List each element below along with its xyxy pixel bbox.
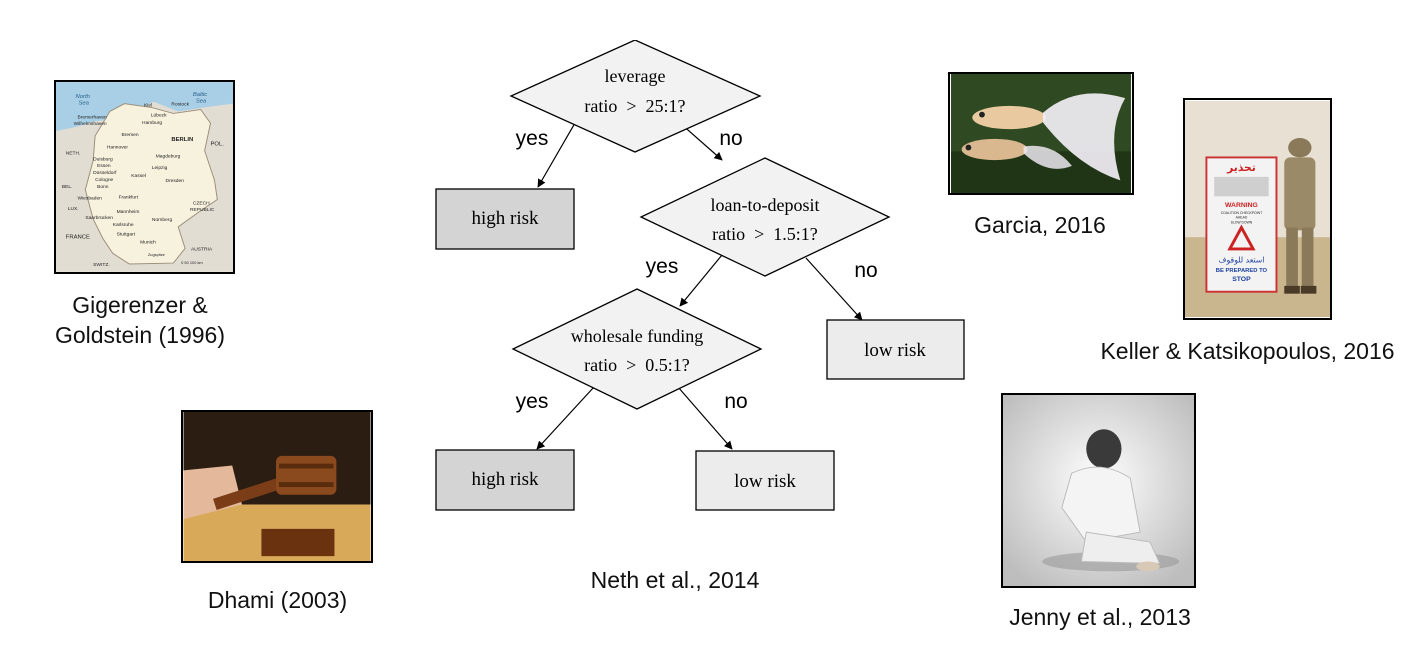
distressed-woman-image bbox=[1001, 393, 1196, 588]
edge-label-no: no bbox=[724, 390, 747, 413]
sign-line4: SLOW DOWN bbox=[1231, 221, 1253, 225]
edge-label-no: no bbox=[719, 127, 742, 150]
map-label: Saarbrücken bbox=[85, 215, 113, 221]
node-leverage-line2: ratio > 25:1? bbox=[584, 96, 685, 116]
leaf-low-risk-label: low risk bbox=[734, 471, 796, 492]
map-label: BEL. bbox=[62, 184, 73, 190]
node-leverage-line1: leverage bbox=[605, 66, 666, 86]
map-label: SWITZ. bbox=[93, 262, 110, 268]
guppy-fish-image bbox=[948, 72, 1134, 195]
leaf-high-risk-label: high risk bbox=[471, 208, 539, 229]
map-label: Dresden bbox=[166, 178, 185, 184]
map-label: Rostock bbox=[171, 102, 189, 108]
edge-node1-leaf1 bbox=[537, 122, 576, 188]
sign-arabic-top: تحذير bbox=[1226, 161, 1256, 174]
decision-node-loan-to-deposit bbox=[639, 157, 891, 277]
gavel-caption: Dhami (2003) bbox=[207, 587, 348, 613]
node-loan-line1: loan-to-deposit bbox=[711, 195, 820, 215]
map-label: POL. bbox=[211, 142, 225, 148]
leaf-low-risk-label: low risk bbox=[864, 340, 926, 361]
map-label: Bonn bbox=[97, 184, 109, 190]
guppy-fish-graphic bbox=[951, 74, 1131, 193]
map-label: Sea bbox=[78, 101, 89, 107]
gavel-image bbox=[181, 410, 373, 563]
map-label: Essen bbox=[97, 163, 111, 169]
sign-stop2: STOP bbox=[1232, 276, 1251, 283]
edge-node2-node3 bbox=[679, 254, 723, 307]
map-label: Sea bbox=[196, 99, 207, 105]
map-label: Duisburg bbox=[93, 156, 113, 162]
map-label: LUX. bbox=[68, 206, 79, 212]
map-label: Hannover bbox=[107, 145, 129, 151]
edge-label-yes: yes bbox=[646, 255, 679, 278]
map-label: AUSTRIA bbox=[191, 246, 213, 252]
map-label: Mannheim bbox=[117, 209, 140, 215]
tree-caption: Neth et al., 2014 bbox=[590, 567, 760, 593]
node-wholesale-line1: wholesale funding bbox=[571, 326, 703, 346]
map-label: Nürnberg bbox=[152, 217, 173, 223]
leaf-low-risk bbox=[826, 319, 965, 380]
sign-line3: AHEAD bbox=[1236, 216, 1248, 220]
distressed-woman-graphic bbox=[1003, 395, 1194, 586]
decision-node-leverage bbox=[509, 40, 762, 153]
sign-warning: WARNING bbox=[1225, 202, 1258, 209]
map-label: Bremerhaven bbox=[78, 114, 108, 120]
leaf-high-risk bbox=[435, 188, 575, 250]
map-label: CZECH bbox=[193, 200, 210, 206]
map-label: North bbox=[76, 94, 90, 100]
sign-arabic-bottom: استعد للوقوف bbox=[1218, 256, 1264, 265]
sign-line2: COALITION CHECKPOINT bbox=[1221, 211, 1262, 215]
map-label: Frankfurt bbox=[119, 195, 139, 201]
map-label: Kassel bbox=[131, 173, 146, 179]
map-label: FRANCE bbox=[66, 235, 90, 241]
map-label: Zugspitze bbox=[148, 252, 165, 257]
checkpoint-soldier-image: تحذير WARNING COALITION CHECKPOINT AHEAD… bbox=[1183, 98, 1332, 320]
germany-map-graphic: North Sea Baltic Sea Kiel Rostock Lübeck… bbox=[56, 82, 233, 272]
map-label: Bremen bbox=[122, 132, 139, 138]
leaf-high-risk bbox=[435, 449, 575, 511]
edge-node2-leaf2 bbox=[805, 257, 863, 321]
map-label: Magdeburg bbox=[156, 153, 181, 159]
gavel-graphic bbox=[183, 412, 371, 561]
map-caption-line2: Goldstein (1996) bbox=[54, 322, 226, 348]
edge-label-no: no bbox=[854, 259, 877, 282]
map-caption-line1: Gigerenzer & bbox=[72, 292, 208, 318]
map-label: 0 50 100 km bbox=[181, 260, 203, 265]
map-label: REPUBLIC bbox=[190, 207, 215, 213]
map-caption: Gigerenzer & Goldstein (1996) bbox=[30, 290, 250, 350]
node-loan-line2: ratio > 1.5:1? bbox=[712, 224, 818, 244]
map-label: Düsseldorf bbox=[93, 170, 117, 176]
map-label: Lübeck bbox=[151, 112, 167, 118]
decision-node-wholesale-funding bbox=[511, 288, 763, 410]
map-label: Karlsruhe bbox=[113, 222, 134, 228]
map-label: Cologne bbox=[95, 177, 113, 183]
fish-caption: Garcia, 2016 bbox=[974, 212, 1106, 238]
edge-label-yes: yes bbox=[516, 390, 549, 413]
map-label: Baltic bbox=[193, 92, 207, 98]
soldier-caption: Keller & Katsikopoulos, 2016 bbox=[1100, 338, 1395, 364]
map-label: NETH. bbox=[66, 151, 81, 157]
map-label: Munich bbox=[140, 239, 156, 245]
germany-map-image: North Sea Baltic Sea Kiel Rostock Lübeck… bbox=[54, 80, 235, 274]
node-wholesale-line2: ratio > 0.5:1? bbox=[584, 355, 690, 375]
map-label: Kiel bbox=[144, 103, 152, 109]
edge-node3-leaf4 bbox=[677, 386, 733, 450]
map-label: Hamburg bbox=[142, 120, 162, 126]
leaf-high-risk-label: high risk bbox=[471, 469, 539, 490]
map-label: Wiesbaden bbox=[78, 195, 103, 201]
map-labels: North Sea Baltic Sea Kiel Rostock Lübeck… bbox=[62, 92, 224, 268]
sign-stop1: BE PREPARED TO bbox=[1216, 268, 1268, 274]
map-label: BERLIN bbox=[171, 137, 193, 143]
woman-caption: Jenny et al., 2013 bbox=[1009, 604, 1191, 630]
checkpoint-soldier-graphic: تحذير WARNING COALITION CHECKPOINT AHEAD… bbox=[1185, 100, 1330, 318]
map-label: Leipzig bbox=[152, 165, 168, 171]
edge-label-yes: yes bbox=[516, 127, 549, 150]
leaf-low-risk bbox=[695, 450, 835, 511]
decision-tree-diagram: yes no yes no yes no leverage ratio > 25… bbox=[435, 40, 965, 511]
map-label: Wilhelmshaven bbox=[74, 121, 107, 127]
map-label: Stuttgart bbox=[117, 232, 136, 238]
edge-node3-leaf3 bbox=[536, 386, 595, 450]
